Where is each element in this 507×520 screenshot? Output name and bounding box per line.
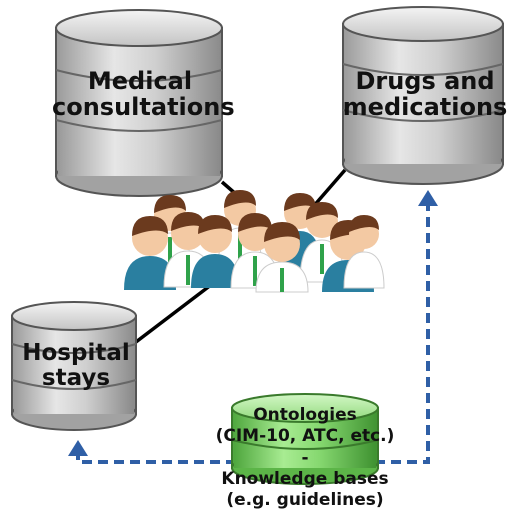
database-label-drugs: Drugs and medications (340, 68, 507, 121)
database-icon (342, 6, 504, 185)
label-line: Ontologies (253, 405, 357, 425)
connector-drugs (310, 168, 347, 210)
arrow-left-icon (68, 440, 88, 456)
label-line: (e.g. guidelines) (226, 490, 384, 510)
database-icon (11, 301, 137, 431)
label-line: Medical (87, 67, 193, 95)
database-label-hospital: Hospital stays (14, 340, 138, 392)
label-line: Hospital (22, 340, 130, 366)
database-label-medical: Medical consultations (52, 67, 235, 122)
people-group-icon (124, 190, 385, 293)
label-line: Drugs and (355, 67, 495, 95)
arrow-up-icon (418, 190, 438, 206)
database-icon (55, 9, 223, 197)
ontology-label: Ontologies (CIM-10, ATC, etc.) - Knowled… (190, 405, 420, 511)
label-line: consultations (52, 93, 235, 122)
label-line: medications (342, 93, 507, 122)
label-line: stays (41, 365, 111, 392)
label-line: Knowledge bases (221, 468, 389, 489)
arrow-to-drugs (375, 200, 430, 464)
label-line: - (301, 447, 309, 468)
label-line: (CIM-10, ATC, etc.) (215, 426, 395, 447)
database-icon (231, 393, 379, 485)
